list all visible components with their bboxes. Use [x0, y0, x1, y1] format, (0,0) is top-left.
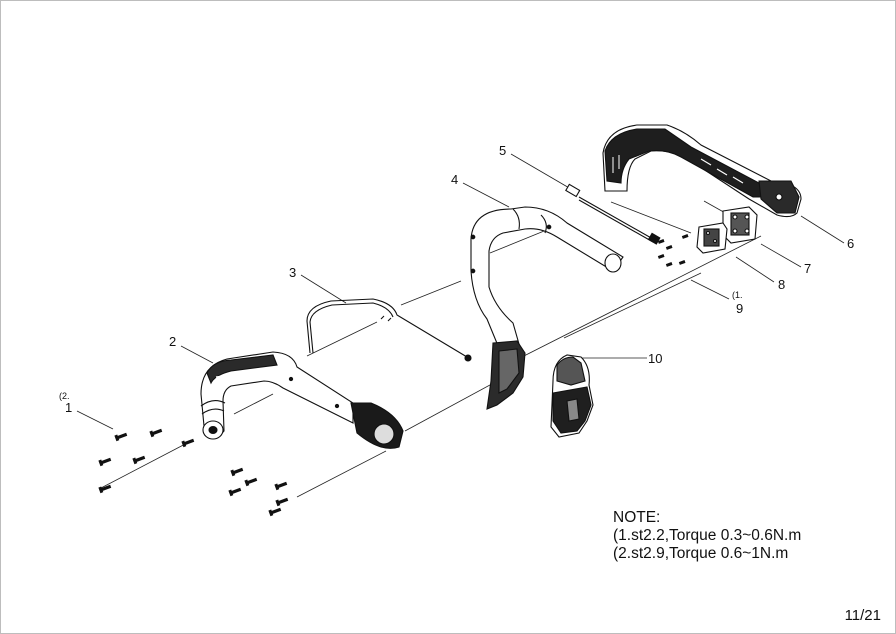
- callout-3: 3: [289, 265, 296, 280]
- callout-8: 8: [778, 277, 785, 292]
- callout-4: 4: [451, 172, 458, 187]
- part-9-small-screws: [657, 234, 689, 267]
- part-6-top-grip: [602, 124, 802, 218]
- callout-5: 5: [499, 143, 506, 158]
- note-title: NOTE:: [613, 509, 661, 526]
- note-line-1: (1.st2.2,Torque 0.3~0.6N.m: [613, 527, 802, 544]
- callout-2: 2: [169, 334, 176, 349]
- note-line-2: (2.st2.9,Torque 0.6~1N.m: [613, 545, 789, 562]
- part-3-cable: [306, 298, 472, 362]
- part-10-housing: [550, 354, 594, 438]
- part-2-lower-handle: [200, 351, 404, 449]
- callout-10: 10: [648, 351, 662, 366]
- page-number: 11/21: [844, 607, 881, 624]
- torque-note: NOTE: (1.st2.2,Torque 0.3~0.6N.m (2.st2.…: [613, 509, 801, 563]
- part-4-main-frame: [470, 206, 624, 410]
- callout-7: 7: [804, 261, 811, 276]
- part-1-screws: [98, 428, 289, 517]
- part-8-board: [696, 222, 728, 254]
- leader-lines: [76, 153, 845, 430]
- callout-6: 6: [847, 236, 854, 251]
- callout-9: 9: [736, 301, 743, 316]
- assembly-lines: [100, 200, 762, 498]
- part-5-connector-cable: [565, 183, 661, 245]
- callout-9-note: (1.: [732, 290, 743, 300]
- callout-1-note: (2.: [59, 391, 70, 401]
- part-7-mount-plate: [722, 206, 758, 244]
- callout-1: 1: [65, 400, 72, 415]
